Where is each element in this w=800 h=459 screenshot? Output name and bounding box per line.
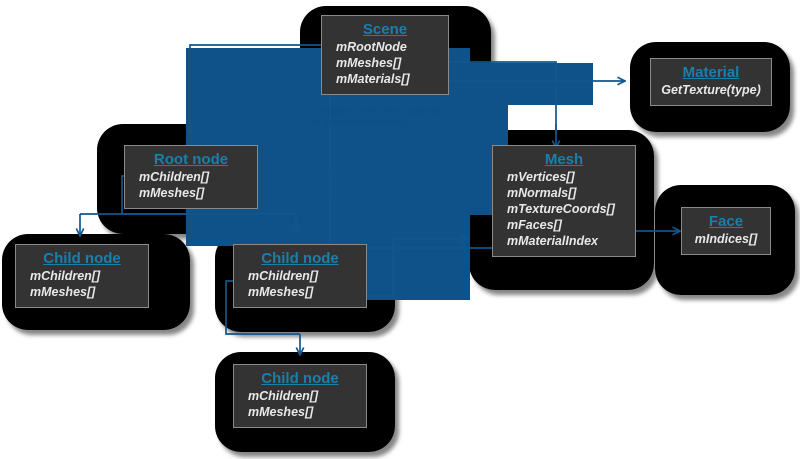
blue-polygon-arm-upper xyxy=(468,63,593,105)
node-scene-field-2: mMaterials[] xyxy=(336,72,410,86)
node-child-node-left-title: Child node xyxy=(43,250,121,267)
node-scene-title: Scene xyxy=(362,21,408,38)
note-material-index-line1: Contains index to a material xyxy=(312,106,439,117)
node-mesh-field-0: mVertices[] xyxy=(507,170,575,184)
note-material-index-line2: in Scene.mMaterials[] xyxy=(312,117,410,128)
node-child-node-bottom-title: Child node xyxy=(261,370,339,387)
node-root-node[interactable]: Root node mChildren[] mMeshes[] xyxy=(124,145,258,209)
node-root-node-field-0: mChildren[] xyxy=(139,170,210,184)
node-scene-field-1: mMeshes[] xyxy=(336,56,402,70)
node-child-node-mid[interactable]: Child node mChildren[] mMeshes[] xyxy=(233,244,367,308)
note-mesh-index: Contains index to a mesh (eg. mMeshes[0]… xyxy=(308,168,423,201)
node-mesh-field-3: mFaces[] xyxy=(507,218,562,232)
node-mesh-field-1: mNormals[] xyxy=(507,186,577,200)
node-mesh-field-4: mMaterialIndex xyxy=(507,234,599,248)
node-root-node-title: Root node xyxy=(153,151,229,168)
note-mesh-index-line2: (eg. mMeshes[0]) in xyxy=(308,179,397,190)
node-mesh[interactable]: Mesh mVertices[] mNormals[] mTextureCoor… xyxy=(492,145,636,257)
node-scene-field-0: mRootNode xyxy=(336,40,407,54)
note-material-index: Contains index to a material in Scene.mM… xyxy=(312,106,439,128)
node-child-node-bottom-field-1: mMeshes[] xyxy=(248,405,314,419)
node-face-title: Face xyxy=(708,213,744,230)
node-face-field-0: mIndices[] xyxy=(694,232,758,246)
note-mesh-index-line1: Contains index to a mesh xyxy=(308,168,424,179)
node-face[interactable]: Face mIndices[] xyxy=(681,207,771,255)
node-material-field-0: GetTexture(type) xyxy=(661,83,761,97)
node-child-node-mid-title: Child node xyxy=(261,250,339,267)
node-child-node-left-field-1: mMeshes[] xyxy=(30,285,96,299)
node-root-node-field-1: mMeshes[] xyxy=(139,186,205,200)
node-child-node-left-field-0: mChildren[] xyxy=(30,269,101,283)
node-mesh-title: Mesh xyxy=(544,151,584,168)
node-mesh-field-2: mTextureCoords[] xyxy=(507,202,615,216)
node-child-node-bottom-field-0: mChildren[] xyxy=(248,389,319,403)
note-mesh-index-line3: Scene.mMeshes[] xyxy=(308,190,389,201)
node-child-node-mid-field-1: mMeshes[] xyxy=(248,285,314,299)
node-child-node-mid-field-0: mChildren[] xyxy=(248,269,319,283)
node-material[interactable]: Material GetTexture(type) xyxy=(650,58,772,106)
node-child-node-bottom[interactable]: Child node mChildren[] mMeshes[] xyxy=(233,364,367,428)
node-child-node-left[interactable]: Child node mChildren[] mMeshes[] xyxy=(15,244,149,308)
node-material-title: Material xyxy=(682,64,740,81)
node-scene[interactable]: Scene mRootNode mMeshes[] mMaterials[] xyxy=(321,15,449,95)
